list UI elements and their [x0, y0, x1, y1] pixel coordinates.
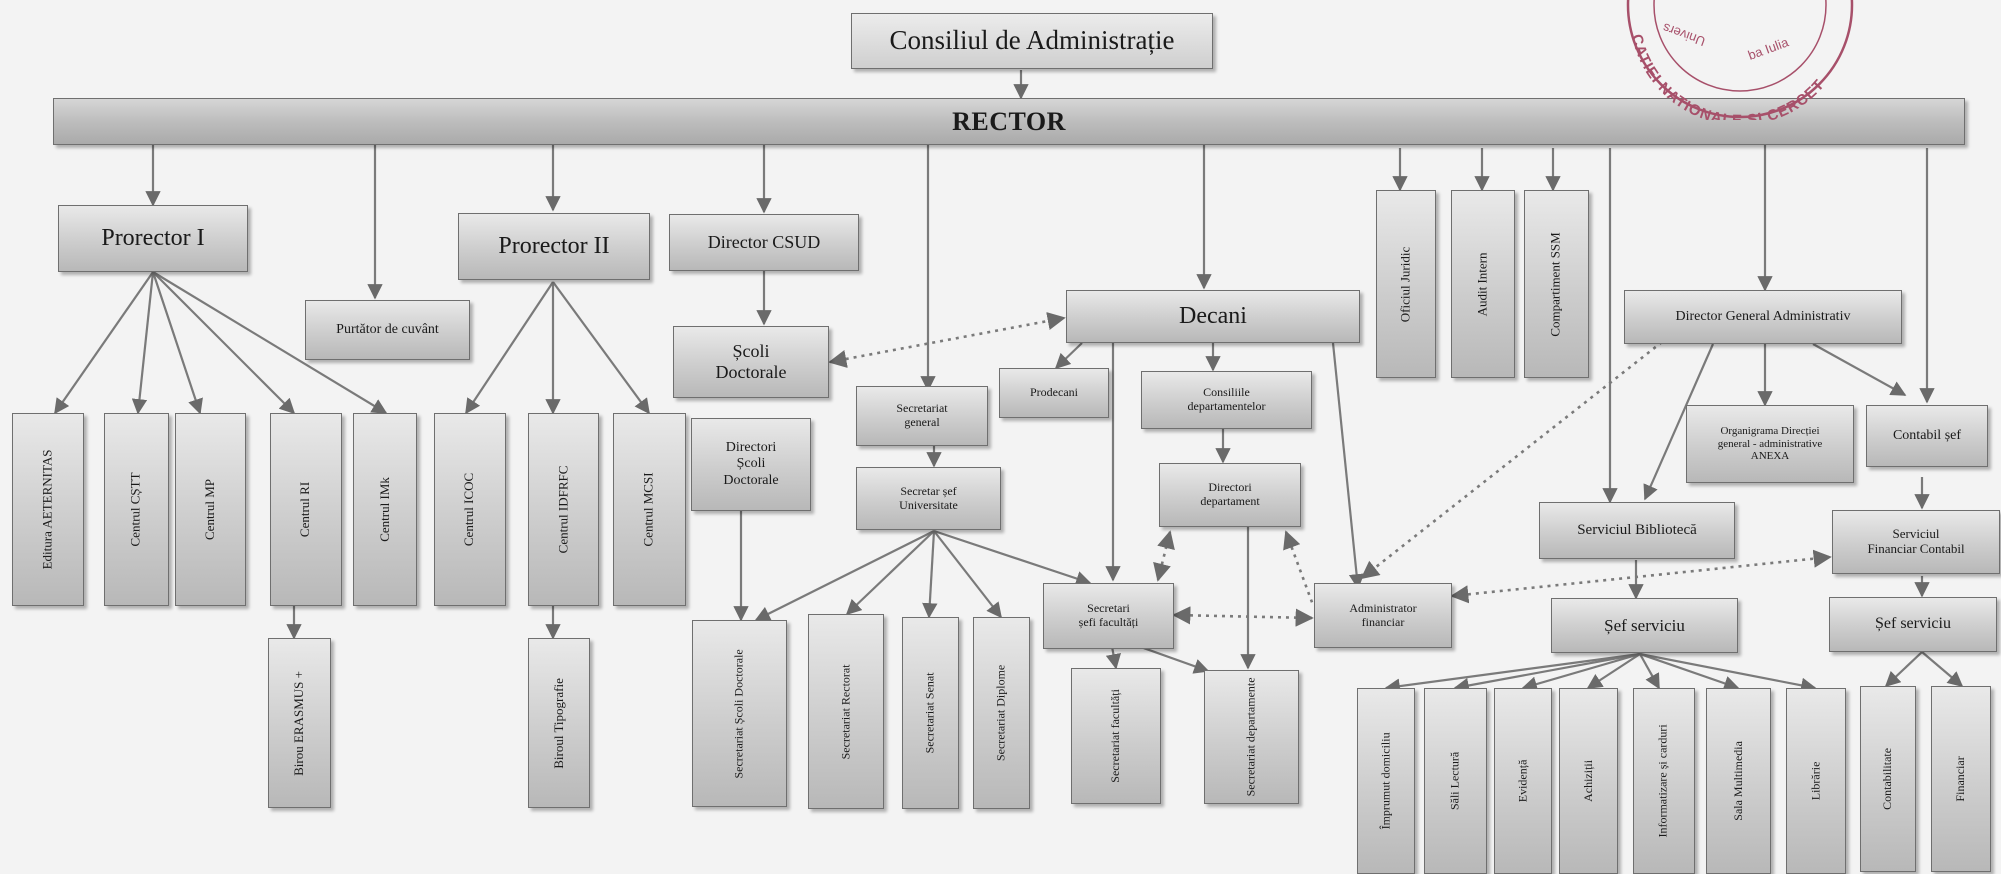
prorector-1-label: Prorector I: [101, 224, 205, 251]
library-unit-reading-rooms: Săli Lectură: [1424, 688, 1487, 874]
dga-box: Director General Administrativ: [1624, 290, 1902, 344]
organigram-annex-box: Organigrama Direcției general - administ…: [1686, 405, 1854, 483]
unit-aeternitas: Editura AETERNITAS: [12, 413, 84, 606]
university-stamp: CATIEI NATIONALE ȘI CERCET ba Iulia Univ…: [1626, 0, 1854, 120]
svg-text:ba Iulia: ba Iulia: [1746, 34, 1791, 63]
library-unit-it-cards: Informatizare și carduri: [1633, 688, 1695, 874]
legal-office-box: Oficiul Juridic: [1376, 190, 1436, 378]
doctoral-directors-box: Directori Școli Doctorale: [691, 418, 811, 511]
director-csud-box: Director CSUD: [669, 214, 859, 271]
unit-erasmus: Birou ERASMUS +: [268, 638, 331, 808]
department-directors-box: Directori departament: [1159, 463, 1301, 527]
chief-secretary-box: Secretar șef Universitate: [856, 467, 1001, 530]
secretariat-diplome: Secretariat Diplome: [973, 617, 1030, 809]
financial-service-chief-box: Șef serviciu: [1829, 597, 1997, 652]
faculty-chief-secretaries-box: Secretari șefi facultăți: [1043, 583, 1174, 649]
department-councils-box: Consiliile departamentelor: [1141, 371, 1312, 429]
library-unit-home-loan: Împrumut domiciliu: [1357, 688, 1415, 874]
unit-mcsi: Centrul MCSI: [613, 413, 686, 606]
library-chief-box: Șef serviciu: [1551, 598, 1738, 653]
internal-audit-box: Audit Intern: [1451, 190, 1515, 378]
library-unit-records: Evidență: [1494, 688, 1552, 874]
department-secretariat-box: Secretariat departamente: [1204, 670, 1299, 804]
unit-imk: Centrul IMk: [353, 413, 417, 606]
prorector-2-label: Prorector II: [498, 232, 610, 259]
faculty-secretariat-box: Secretariat facultăți: [1071, 668, 1161, 804]
prorector-2-box: Prorector II: [458, 213, 650, 280]
secretariat-rectorat: Secretariat Rectorat: [808, 614, 884, 809]
unit-cstt: Centrul CȘTT: [104, 413, 169, 606]
financial-service-box: Serviciul Financiar Contabil: [1832, 510, 2000, 574]
ssm-box: Compartiment SSM: [1524, 190, 1589, 378]
council-box: Consiliul de Administrație: [851, 13, 1213, 69]
rector-label: RECTOR: [952, 106, 1066, 136]
doctoral-secretariat-box: Secretariat Școli Doctorale: [692, 620, 787, 807]
unit-ri: Centrul RI: [270, 413, 342, 606]
general-secretariat-box: Secretariat general: [856, 386, 988, 446]
svg-text:CATIEI NATIONALE ȘI CERCET: CATIEI NATIONALE ȘI CERCET: [1628, 33, 1828, 120]
accounting-box: Contabilitate: [1860, 686, 1916, 872]
doctoral-schools-box: Școli Doctorale: [673, 326, 829, 398]
unit-idfrfc: Centrul IDFRFC: [528, 413, 599, 606]
spokesperson-box: Purtător de cuvânt: [305, 300, 470, 360]
chief-accountant-box: Contabil șef: [1866, 405, 1988, 467]
library-service-box: Serviciul Bibliotecă: [1539, 502, 1735, 559]
library-unit-multimedia: Sala Multimedia: [1706, 688, 1771, 874]
secretariat-senat: Secretariat Senat: [902, 617, 959, 809]
svg-text:Univers: Univers: [1660, 20, 1707, 49]
council-label: Consiliul de Administrație: [889, 25, 1175, 56]
unit-mp: Centrul MP: [175, 413, 246, 606]
library-unit-acquisitions: Achiziții: [1559, 688, 1618, 874]
rector-box: RECTOR: [53, 98, 1965, 145]
financial-administrator-box: Administrator financiar: [1314, 583, 1452, 648]
financial-box: Financiar: [1931, 686, 1991, 872]
unit-icoc: Centrul ICOC: [434, 413, 506, 606]
prorector-1-box: Prorector I: [58, 205, 248, 272]
unit-tipografie: Biroul Tipografie: [528, 638, 590, 808]
deans-box: Decani: [1066, 290, 1360, 343]
vice-deans-box: Prodecani: [999, 368, 1109, 418]
library-unit-bookshop: Librărie: [1786, 688, 1846, 874]
